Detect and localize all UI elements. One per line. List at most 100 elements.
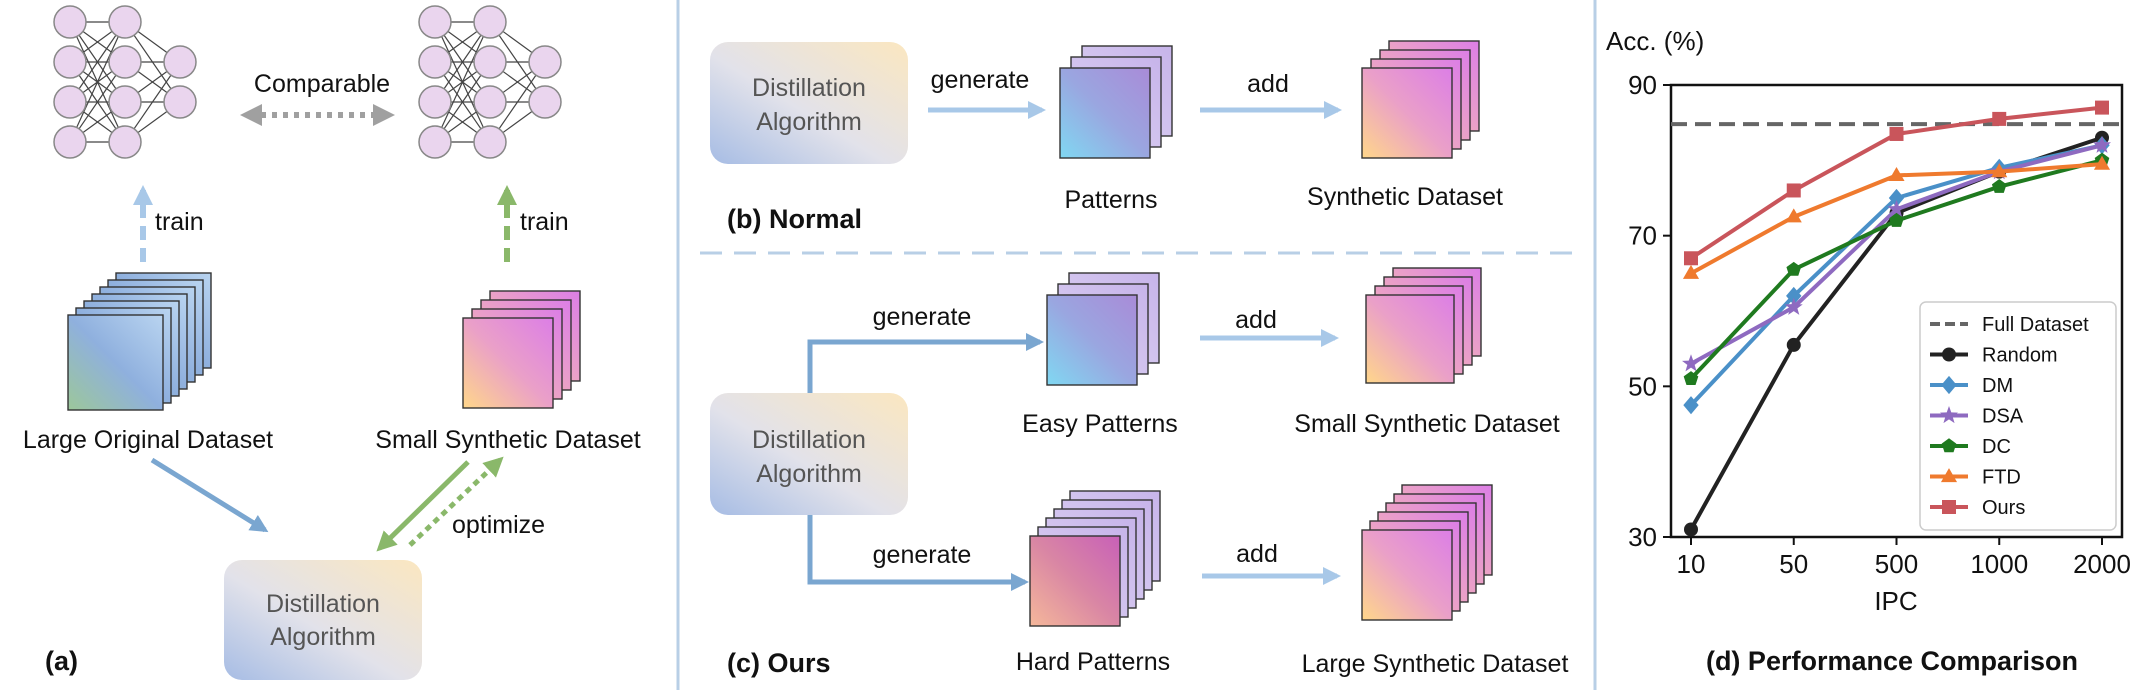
data-point xyxy=(2093,155,2111,170)
comparable-label: Comparable xyxy=(254,70,390,98)
data-point xyxy=(1684,522,1698,537)
stack-card xyxy=(462,317,554,409)
data-point xyxy=(1889,212,1904,227)
small-synthetic-dataset-label: Small Synthetic Dataset xyxy=(375,426,640,454)
caption-c: (c) Ours xyxy=(727,648,831,678)
data-point xyxy=(1889,126,1904,141)
caption-b: (b) Normal xyxy=(727,204,862,234)
hard-patterns-label: Hard Patterns xyxy=(1016,648,1170,676)
legend-label: Full Dataset xyxy=(1982,314,2089,336)
net-node xyxy=(108,125,142,159)
y-tick-label: 30 xyxy=(1628,522,1657,552)
data-point xyxy=(1786,261,1802,276)
algo-c-line1: Distillation xyxy=(752,426,866,454)
generate-label-c-top: generate xyxy=(873,303,972,331)
neural-network-right-icon xyxy=(418,5,562,159)
net-node xyxy=(418,5,452,39)
caption-d: (d) Performance Comparison xyxy=(1706,646,2078,676)
stack-card xyxy=(1046,294,1138,386)
patterns-stack xyxy=(1059,45,1173,159)
data-point xyxy=(2093,135,2111,153)
net-node xyxy=(528,85,562,119)
panel-a: Comparable train train Large Original Da… xyxy=(23,5,641,680)
train-label-left: train xyxy=(155,208,204,236)
stack-card xyxy=(67,314,164,411)
neural-network-left-icon xyxy=(53,5,197,159)
algo-b-line1: Distillation xyxy=(752,74,866,102)
data-point xyxy=(1941,438,1957,453)
data-point xyxy=(1991,163,2008,178)
data-point xyxy=(1683,371,1699,386)
net-node xyxy=(163,85,197,119)
large-synthetic-dataset-label: Large Synthetic Dataset xyxy=(1302,650,1569,678)
data-point xyxy=(1684,251,1698,266)
data-point xyxy=(1683,396,1699,415)
data-point xyxy=(1888,167,1905,181)
data-point xyxy=(1887,199,1906,217)
easy-patterns-label: Easy Patterns xyxy=(1022,410,1178,438)
data-point xyxy=(1991,179,2007,193)
net-node xyxy=(163,45,197,79)
patterns-label: Patterns xyxy=(1064,186,1157,214)
data-point xyxy=(1942,347,1956,362)
data-point xyxy=(1784,297,1803,315)
y-tick-label: 50 xyxy=(1628,371,1657,401)
legend-label: DC xyxy=(1982,436,2011,458)
net-node xyxy=(418,85,452,119)
caption-a: (a) xyxy=(45,646,78,676)
comparable-arrowhead-right xyxy=(373,104,395,126)
synthetic-dataset-label: Synthetic Dataset xyxy=(1307,183,1503,211)
data-point xyxy=(1786,183,1801,198)
data-point xyxy=(1785,208,1802,223)
x-tick-label: 500 xyxy=(1875,549,1918,579)
add-label-b: add xyxy=(1247,70,1289,98)
generate-label-c-bottom: generate xyxy=(873,541,972,569)
legend-label: Random xyxy=(1982,345,2058,367)
data-point xyxy=(1941,375,1957,395)
net-node xyxy=(108,85,142,119)
large-original-dataset-stack xyxy=(67,272,212,411)
panel-c: Distillation Algorithm generate generate… xyxy=(710,267,1569,678)
algo-c-line2: Algorithm xyxy=(756,460,862,488)
algo-b-line2: Algorithm xyxy=(756,108,862,136)
chart-ylabel: Acc. (%) xyxy=(1606,26,1704,56)
y-tick-label: 70 xyxy=(1628,221,1657,251)
net-edge xyxy=(434,21,491,143)
stack-card xyxy=(1029,535,1121,627)
generate-arrow-c-top xyxy=(807,333,1044,393)
hard-patterns-stack xyxy=(1029,490,1161,627)
synthetic-dataset-stack xyxy=(1361,40,1480,159)
net-node xyxy=(108,45,142,79)
algorithm-to-synthetic-arrow xyxy=(376,460,470,552)
legend-label: DSA xyxy=(1982,406,2024,428)
y-tick-label: 90 xyxy=(1628,70,1657,100)
algo-a-line1: Distillation xyxy=(266,590,380,618)
x-tick-label: 1000 xyxy=(1970,549,2028,579)
net-node xyxy=(473,125,507,159)
net-node xyxy=(473,45,507,79)
net-edge xyxy=(69,21,126,143)
x-tick-label: 2000 xyxy=(2073,549,2131,579)
stack-card xyxy=(1365,294,1455,384)
data-point xyxy=(1940,406,1958,424)
data-point xyxy=(1940,468,1958,483)
net-node xyxy=(473,85,507,119)
legend-label: DM xyxy=(1982,375,2013,397)
chart-xlabel: IPC xyxy=(1874,586,1917,616)
net-node xyxy=(108,5,142,39)
comparable-arrowhead-left xyxy=(240,104,262,126)
distillation-algorithm-box-a xyxy=(224,560,422,680)
optimize-arrow xyxy=(408,456,504,547)
performance-chart: Acc. (%) IPC (d) Performance Comparison … xyxy=(1606,26,2131,676)
train-label-right: train xyxy=(520,208,569,236)
x-tick-label: 50 xyxy=(1779,549,1808,579)
generate-label-b: generate xyxy=(931,66,1030,94)
small-synthetic-dataset-c-label: Small Synthetic Dataset xyxy=(1294,410,1559,438)
stack-card xyxy=(1361,529,1453,621)
optimize-label: optimize xyxy=(452,511,545,539)
data-point xyxy=(1888,188,1905,208)
data-point xyxy=(1682,354,1700,372)
data-point xyxy=(1992,111,2007,126)
data-point xyxy=(1682,264,1700,279)
